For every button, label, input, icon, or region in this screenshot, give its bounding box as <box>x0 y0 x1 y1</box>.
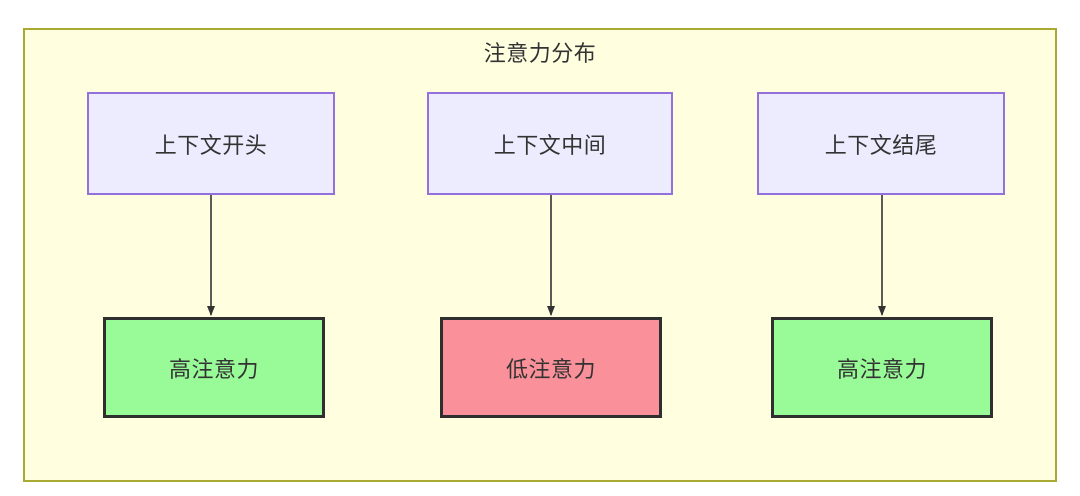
node-low-attention-middle[interactable]: 低注意力 <box>440 317 662 418</box>
node-context-start[interactable]: 上下文开头 <box>87 92 335 195</box>
node-high-attention-end[interactable]: 高注意力 <box>771 317 993 418</box>
node-context-end[interactable]: 上下文结尾 <box>757 92 1005 195</box>
subgraph-title: 注意力分布 <box>483 42 597 67</box>
node-high-attention-start[interactable]: 高注意力 <box>103 317 325 418</box>
node-context-middle[interactable]: 上下文中间 <box>427 92 673 195</box>
